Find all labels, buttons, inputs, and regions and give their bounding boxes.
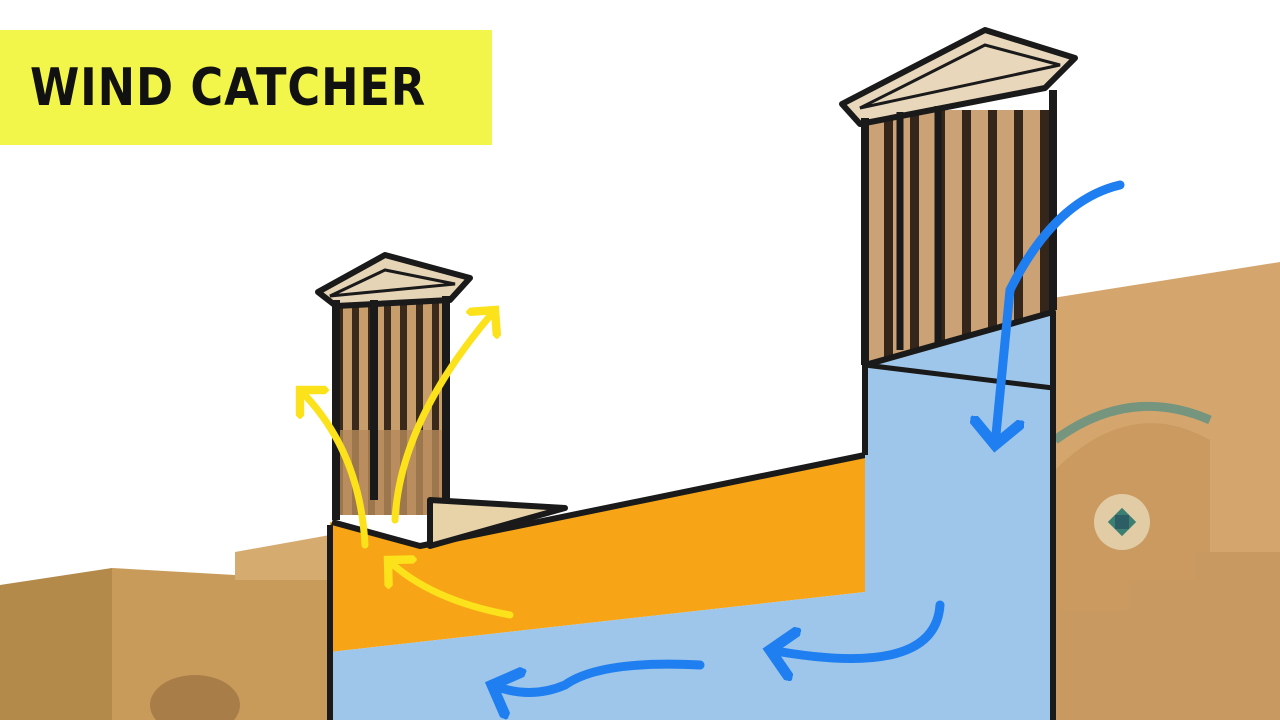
warm-air-arrow-icon — [388, 560, 514, 619]
right-staircase — [1060, 552, 1280, 720]
cool-air-arrows — [492, 180, 1125, 693]
page-title: WIND CATCHER — [30, 57, 427, 118]
warm-air-arrows — [300, 310, 514, 619]
star-tile-ornament — [1094, 494, 1150, 550]
warm-air-arrow-icon — [300, 390, 369, 549]
cool-air-arrow-icon — [995, 180, 1125, 445]
low-roof — [235, 535, 330, 580]
title-banner: WIND CATCHER — [0, 30, 492, 145]
warm-air-arrow-icon — [391, 310, 495, 524]
cool-air-arrow-icon — [770, 600, 945, 659]
left-adobe-block — [0, 568, 112, 720]
background-buildings — [0, 262, 1280, 720]
small-wind-tower — [315, 252, 473, 520]
cool-air-arrow-icon — [492, 659, 705, 692]
cool-air-zone — [330, 312, 1053, 720]
